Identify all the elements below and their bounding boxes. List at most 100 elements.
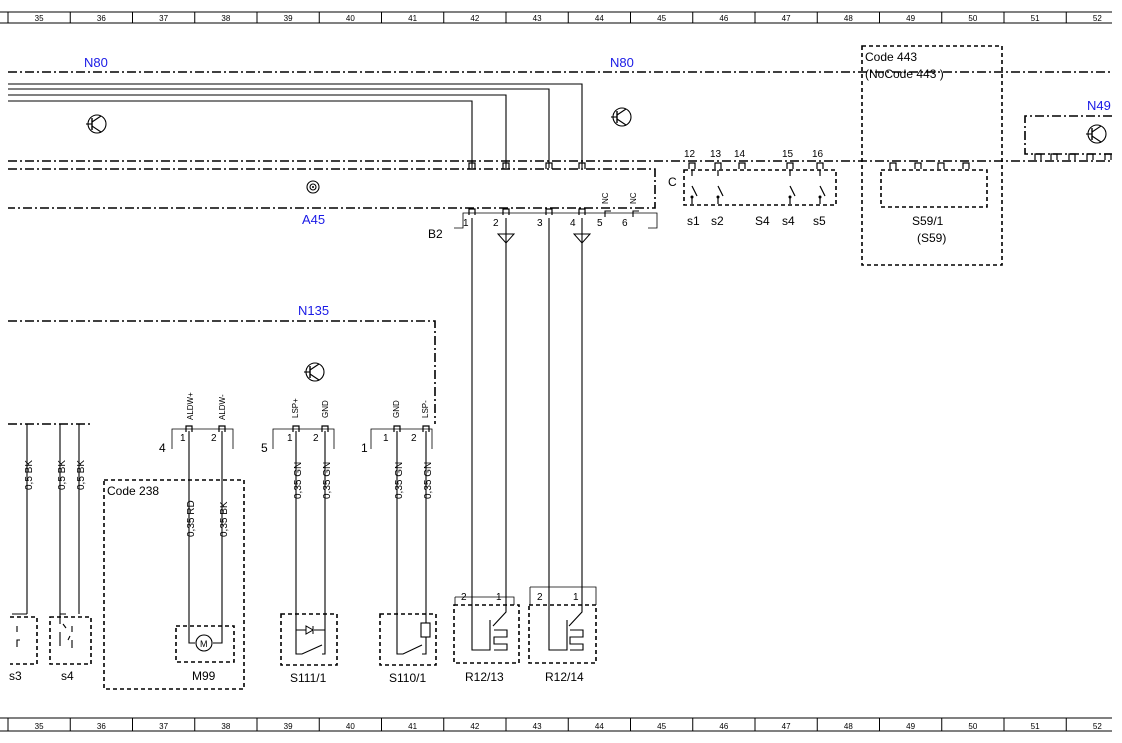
switch-label: s2	[711, 214, 724, 228]
transistor-icon	[86, 114, 107, 134]
signal-label: LSP-	[421, 400, 430, 418]
ruler-column-number: 37	[159, 722, 168, 731]
s59-1-switch: S59/1 (S59)	[880, 162, 988, 245]
wire-label: 0,5 BK	[57, 460, 68, 490]
pin-label: 12	[684, 149, 696, 160]
n80-label-right: N80	[610, 55, 634, 70]
s111-1-switch: S111/1	[280, 613, 338, 685]
ruler-column-number: 45	[657, 722, 666, 731]
signal-label: GND	[321, 400, 330, 418]
pin-marker	[1034, 153, 1042, 160]
n135-module: N135	[8, 303, 436, 425]
code238-box: Code 238	[103, 479, 245, 690]
ruler-column-number: 48	[844, 722, 853, 731]
wire-label: 0,5 BK	[24, 460, 35, 490]
pin-marker	[502, 162, 510, 169]
signal-label: GND	[392, 400, 401, 418]
pin-label: 1	[383, 433, 389, 444]
ruler-column-number: 41	[408, 722, 417, 731]
pin-marker	[937, 162, 945, 169]
n80-label-left: N80	[84, 55, 108, 70]
switch-label: S4	[755, 214, 770, 228]
n80-module: N80 N80	[8, 55, 1112, 162]
pin-marker	[578, 162, 586, 169]
ruler-column-number: 36	[97, 14, 106, 23]
connector-1-label: 1	[361, 441, 368, 455]
wire-label: 0,5 BK	[76, 460, 87, 490]
ruler-column-number: 39	[284, 14, 293, 23]
pin-label: 3	[537, 218, 543, 229]
wire-label: 0,35 GN	[423, 462, 434, 499]
pin-marker	[393, 425, 401, 432]
r12-14-relay: 2 1 R12/14	[528, 586, 597, 684]
ruler-column-number: 49	[906, 14, 915, 23]
ground-icon	[496, 233, 516, 244]
pin-label: 13	[710, 149, 722, 160]
pin-marker	[292, 425, 300, 432]
ruler-column-number: 51	[1031, 722, 1040, 731]
n135-connectors: 4 1 2 ALDW+ ALDW- 5 1 2 LSP+ GND 1 1 2 G…	[159, 392, 433, 455]
ruler-column-number: 42	[470, 722, 479, 731]
connector-5-label: 5	[261, 441, 268, 455]
switch-contact	[691, 170, 698, 204]
m99-motor: M M99	[175, 625, 235, 683]
s3-switch: s3	[9, 616, 38, 683]
b2-label: B2	[428, 227, 443, 241]
wire-labels: 0,5 BK 0,5 BK 0,5 BK 0,35 RD 0,35 BK 0,3…	[24, 460, 434, 537]
pin-label: 2	[493, 218, 499, 229]
pin-marker	[468, 208, 476, 215]
pin-marker	[218, 425, 226, 432]
pin-label: 2	[313, 433, 319, 444]
ruler-column-number: 40	[346, 14, 355, 23]
code443-line1: Code 443	[865, 50, 917, 64]
pin-label: 2	[537, 592, 543, 603]
pin-marker	[889, 162, 897, 169]
pin-marker	[962, 162, 970, 169]
pin-label: 2	[411, 433, 417, 444]
ruler-column-number: 47	[782, 14, 791, 23]
s59-label-2: (S59)	[917, 231, 946, 245]
signal-label: ALDW+	[186, 392, 195, 420]
pin-label: 1	[573, 592, 579, 603]
ruler-column-number: 45	[657, 14, 666, 23]
nc-label: NC	[601, 192, 610, 204]
s110-1-switch: S110/1	[379, 613, 437, 685]
code443-box: Code 443 (NoCode 443 )	[861, 45, 1003, 266]
ruler-column-number: 50	[968, 14, 977, 23]
pin-marker	[578, 208, 586, 215]
pin-label: 4	[570, 218, 576, 229]
lower-wires	[12, 424, 427, 625]
s3-label: s3	[9, 669, 22, 683]
signal-label: LSP+	[291, 398, 300, 418]
ground-icon	[572, 233, 592, 244]
pin-label: 1	[496, 592, 502, 603]
connector-c-label: C	[668, 175, 677, 189]
pin-label: 1	[180, 433, 186, 444]
transistor-icon	[611, 107, 632, 127]
ruler-column-number: 44	[595, 722, 604, 731]
pin-marker	[1104, 153, 1112, 160]
pin-label: 6	[622, 218, 628, 229]
antenna-icon	[306, 180, 320, 194]
switch-contact	[717, 170, 724, 204]
code238-label: Code 238	[107, 484, 159, 498]
pin-marker	[545, 162, 553, 169]
switch-label: s4	[782, 214, 795, 228]
pin-label: 2	[211, 433, 217, 444]
ruler-column-number: 49	[906, 722, 915, 731]
ruler-column-number: 42	[470, 14, 479, 23]
pin-label: 15	[782, 149, 794, 160]
bus-wires	[8, 83, 586, 169]
ruler-column-number: 37	[159, 14, 168, 23]
switch-label: s5	[813, 214, 826, 228]
ruler-column-number: 51	[1031, 14, 1040, 23]
pin-marker	[816, 162, 824, 169]
s4-label: s4	[61, 669, 74, 683]
pin-marker	[738, 162, 746, 169]
ruler-column-number: 52	[1093, 722, 1102, 731]
ruler-column-number: 41	[408, 14, 417, 23]
wire-label: 0,35 GN	[322, 462, 333, 499]
ruler-column-number: 44	[595, 14, 604, 23]
